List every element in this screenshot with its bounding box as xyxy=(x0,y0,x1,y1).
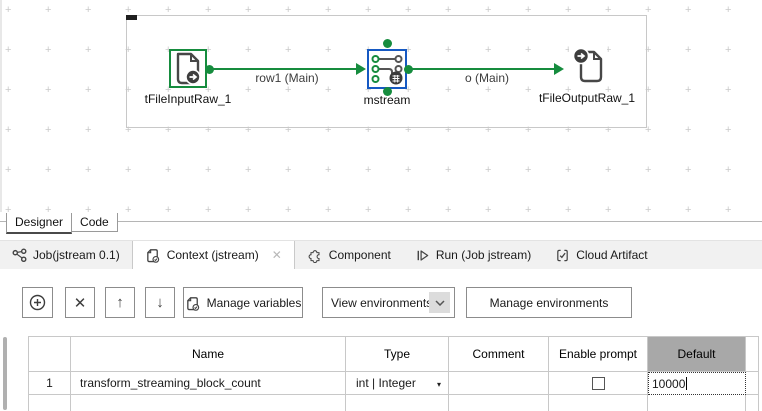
connection-row1-arrowhead xyxy=(356,63,366,75)
file-input-icon xyxy=(171,51,205,86)
component-label-tfileoutputraw[interactable]: tFileOutputRaw_1 xyxy=(538,91,636,105)
row2-comment[interactable] xyxy=(449,395,549,411)
tab-cloud-artifact-label: Cloud Artifact xyxy=(576,248,648,262)
enable-prompt-checkbox[interactable] xyxy=(591,376,605,390)
cell-enable-prompt xyxy=(549,372,648,395)
add-variable-button[interactable] xyxy=(22,287,53,318)
close-icon[interactable]: ✕ xyxy=(271,248,282,262)
x-icon: ✕ xyxy=(73,294,87,312)
view-tab-bar: Job(jstream 0.1) Context (jstream) ✕ Com… xyxy=(0,240,762,269)
header-default[interactable]: Default xyxy=(648,337,746,372)
tab-context-label: Context (jstream) xyxy=(166,248,259,262)
component-label-mstream[interactable]: mstream xyxy=(363,93,411,107)
dropdown-arrow-icon: ▾ xyxy=(436,380,441,389)
file-output-icon xyxy=(569,46,607,88)
remove-variable-button[interactable]: ✕ xyxy=(65,287,95,318)
component-tfileinputraw[interactable] xyxy=(169,49,207,88)
arrow-up-icon: ↑ xyxy=(116,294,124,311)
canvas-bottom-border xyxy=(0,221,762,222)
text-caret xyxy=(686,377,688,390)
move-down-button[interactable]: ↓ xyxy=(145,287,175,318)
job-icon xyxy=(12,248,27,263)
tab-run[interactable]: Run (Job jstream) xyxy=(403,241,543,269)
input-port-dot-bottom[interactable] xyxy=(383,87,392,96)
connection-row1-line[interactable] xyxy=(209,68,356,70)
cell-default-value: 10000 xyxy=(652,376,686,391)
cell-name[interactable]: transform_streaming_block_count xyxy=(71,372,346,395)
row2-default[interactable] xyxy=(648,395,746,411)
manage-environments-label: Manage environments xyxy=(489,295,609,310)
row2-extra xyxy=(746,395,759,411)
design-canvas[interactable]: ++++++++++++++++++++++++++++++++++++++++… xyxy=(0,0,762,222)
cell-type-value: int | Integer xyxy=(356,376,416,390)
component-label-tfileinputraw[interactable]: tFileInputRaw_1 xyxy=(144,92,232,106)
manage-variables-button[interactable]: Manage variables xyxy=(183,287,303,318)
run-icon xyxy=(415,248,430,263)
tab-context[interactable]: Context (jstream) ✕ xyxy=(131,241,295,269)
tab-component-label: Component xyxy=(328,248,391,262)
row2-type[interactable] xyxy=(346,395,449,411)
connection-row1-label[interactable]: row1 (Main) xyxy=(255,71,319,85)
component-icon xyxy=(307,247,323,263)
tab-code[interactable]: Code xyxy=(72,213,118,232)
component-mstream[interactable] xyxy=(367,49,407,89)
editor-tab-bar: Designer Code xyxy=(6,213,118,234)
tab-designer[interactable]: Designer xyxy=(6,213,73,234)
header-extra xyxy=(746,337,759,372)
cell-default-editing[interactable]: 10000 xyxy=(648,372,746,395)
job-bounds-rectangle xyxy=(126,15,647,128)
tab-component[interactable]: Component xyxy=(295,241,403,269)
chevron-down-icon xyxy=(429,292,450,313)
output-port-dot[interactable] xyxy=(205,65,214,74)
output-port-dot-map[interactable] xyxy=(404,65,413,74)
context-toolbar: ✕ ↑ ↓ Manage variables View environments… xyxy=(0,269,762,336)
tmap-icon xyxy=(369,51,405,87)
row-number[interactable]: 1 xyxy=(29,372,71,395)
view-environments-value: View environments xyxy=(331,295,433,310)
cell-extra-1 xyxy=(746,372,759,395)
component-tfileoutputraw[interactable] xyxy=(569,46,607,88)
manage-environments-button[interactable]: Manage environments xyxy=(466,287,632,318)
context-variables-table: Name Type Comment Enable prompt Default … xyxy=(28,336,759,411)
cell-type[interactable]: int | Integer ▾ xyxy=(346,372,449,395)
tab-run-label: Run (Job jstream) xyxy=(435,248,532,262)
header-rownum xyxy=(29,337,71,372)
header-type[interactable]: Type xyxy=(346,337,449,372)
row2-enable-prompt[interactable] xyxy=(549,395,648,411)
connection-o-label[interactable]: o (Main) xyxy=(464,71,509,85)
tab-job-label: Job(jstream 0.1) xyxy=(33,248,120,262)
move-up-button[interactable]: ↑ xyxy=(105,287,135,318)
row2-name[interactable] xyxy=(71,395,346,411)
header-comment[interactable]: Comment xyxy=(449,337,549,372)
manage-variables-label: Manage variables xyxy=(206,295,302,310)
context-icon xyxy=(145,247,161,263)
canvas-left-edge xyxy=(0,0,2,212)
clipboard-check-icon xyxy=(185,295,201,311)
selection-handle[interactable] xyxy=(126,15,137,20)
connection-o-line[interactable] xyxy=(409,68,554,70)
header-name[interactable]: Name xyxy=(71,337,346,372)
vertical-scrollbar[interactable] xyxy=(3,337,7,410)
arrow-down-icon: ↓ xyxy=(156,294,164,311)
input-port-dot-top[interactable] xyxy=(383,39,392,48)
connection-o-arrowhead xyxy=(554,63,564,75)
view-environments-select[interactable]: View environments xyxy=(322,287,455,318)
row2-number[interactable] xyxy=(29,395,71,411)
header-enable-prompt[interactable]: Enable prompt xyxy=(549,337,648,372)
cell-comment[interactable] xyxy=(449,372,549,395)
plus-circle-icon xyxy=(29,294,46,311)
tab-job[interactable]: Job(jstream 0.1) xyxy=(0,241,132,269)
cloud-artifact-icon xyxy=(555,248,570,263)
tab-cloud-artifact[interactable]: Cloud Artifact xyxy=(543,241,659,269)
